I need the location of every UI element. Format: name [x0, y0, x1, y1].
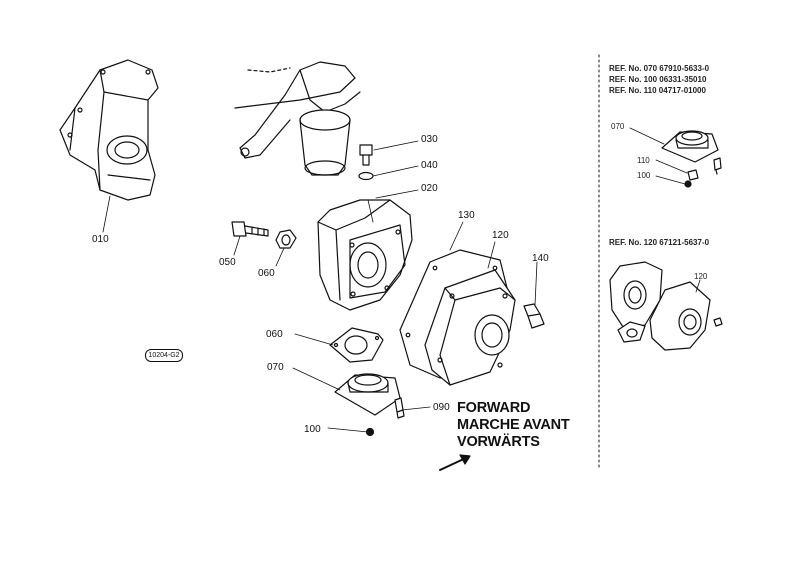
inset-case-cover — [609, 261, 723, 351]
part-090-bolt — [394, 397, 405, 419]
part-050-bolt — [231, 221, 269, 237]
label-060-gasket: 060 — [266, 329, 283, 340]
inset1-label-070: 070 — [611, 122, 625, 131]
label-140: 140 — [532, 253, 549, 264]
drawing-code-badge: 10204-G2 — [145, 349, 183, 362]
inset-seal-housing — [629, 127, 722, 188]
forward-arrow — [439, 454, 471, 471]
ref-120: REF. No. 120 67121-5637-0 — [609, 238, 710, 247]
inset1-label-100: 100 — [637, 171, 651, 180]
label-130: 130 — [458, 210, 475, 221]
part-020-gear-case — [317, 199, 413, 311]
label-120: 120 — [492, 230, 509, 241]
label-010: 010 — [92, 234, 109, 245]
direction-forward-en: FORWARD — [457, 400, 531, 416]
part-070-seal-housing — [334, 373, 401, 416]
part-120-cover — [424, 269, 516, 386]
label-090: 090 — [433, 402, 450, 413]
direction-forward-fr: MARCHE AVANT — [457, 417, 570, 433]
direction-forward-de: VORWÄRTS — [457, 434, 540, 450]
part-010-knuckle-housing — [59, 59, 159, 201]
steering-arm-assembly — [234, 61, 361, 176]
label-030: 030 — [421, 134, 438, 145]
leader-lines — [102, 140, 538, 433]
label-040: 040 — [421, 160, 438, 171]
label-100: 100 — [304, 424, 321, 435]
inset1-label-110: 110 — [637, 156, 650, 165]
part-060-nut — [275, 229, 297, 249]
label-060-nut: 060 — [258, 268, 275, 279]
label-050: 050 — [219, 257, 236, 268]
ref-110: REF. No. 110 04717-01000 — [609, 86, 706, 95]
part-040-washer — [358, 171, 374, 181]
label-020: 020 — [421, 183, 438, 194]
ref-100: REF. No. 100 06331-35010 — [609, 75, 707, 84]
ref-070: REF. No. 070 67910-5633-0 — [609, 64, 710, 73]
label-070: 070 — [267, 362, 284, 373]
part-030-bolt — [359, 144, 373, 166]
part-080-gasket — [329, 327, 384, 363]
part-140-bolt — [523, 303, 545, 329]
inset2-label-120: 120 — [694, 272, 708, 281]
